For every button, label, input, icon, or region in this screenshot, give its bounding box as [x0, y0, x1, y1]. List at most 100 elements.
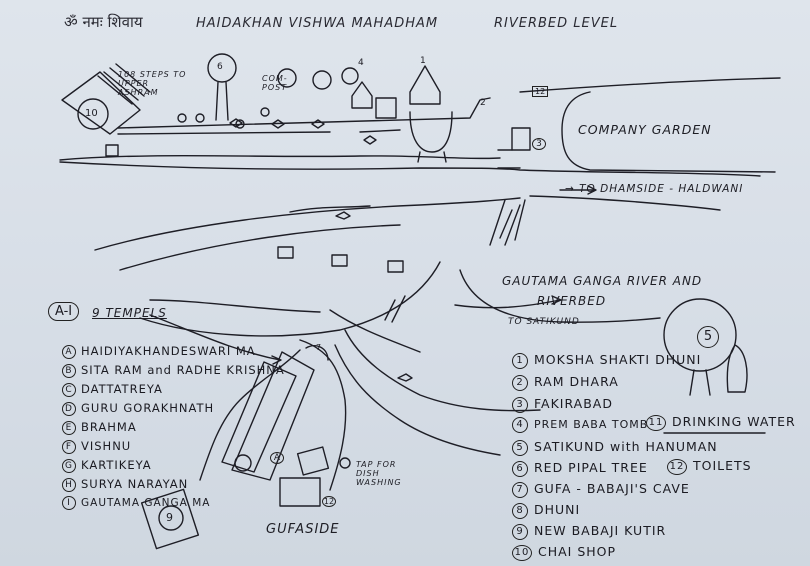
stone-2: [195, 113, 205, 123]
temple-d-name: GURU GORAKHNATH: [81, 401, 215, 415]
marker-10: 10: [85, 108, 98, 119]
temple-i-code: I: [62, 496, 76, 510]
place-9-num: 9: [512, 523, 528, 540]
satikund-trunk: [689, 369, 711, 396]
temple-f-name: VISHNU: [81, 439, 132, 453]
place-4-name: PREM BABA TOMB: [534, 418, 649, 431]
river-label: GAUTAMA GANGA RIVER AND: [502, 274, 703, 288]
satikund-label: TO SATIKUND: [508, 317, 580, 327]
marker-2: 2: [480, 98, 486, 108]
place-10-num: 10: [512, 544, 532, 561]
fakirabad-building: [511, 127, 531, 151]
compost-label: COM- POST: [262, 74, 288, 92]
gufaside-path: [199, 349, 301, 481]
place-6-num: 6: [512, 460, 528, 477]
ashram-wall: [117, 97, 491, 129]
temple-i-name: GAUTAMA GANGA MA: [81, 497, 211, 509]
river-lower-bank2: [459, 269, 661, 323]
marker-4: 4: [358, 58, 364, 68]
temple-h-code: H: [62, 477, 76, 492]
dhuni-8: [234, 454, 252, 472]
temple-f-code: F: [62, 439, 76, 454]
arrow-dhamside: [559, 185, 597, 195]
temple-d-code: D: [62, 401, 76, 416]
temple-h-name: SURYA NARAYAN: [81, 477, 189, 491]
marker-9: 9: [166, 511, 173, 524]
stone-3: [235, 119, 245, 129]
river-mid: [149, 299, 321, 313]
fish-doodle-2: [397, 373, 413, 382]
temple-e-name: BRAHMA: [81, 420, 137, 434]
place-12-name: TOILETS: [693, 458, 752, 473]
marker-a: A: [270, 452, 284, 464]
stepping-stone-1: [277, 246, 294, 259]
kutir-9-ring: [158, 505, 184, 531]
gufaside-label: GUFASIDE: [266, 522, 340, 537]
tap-label: TAP FOR DISH WASHING: [356, 460, 402, 487]
temple-c-name: DATTATREYA: [81, 382, 163, 396]
level-title: RIVERBED LEVEL: [494, 16, 619, 31]
place-4: 4 PREM BABA TOMB: [512, 417, 648, 433]
marker-6: 6: [217, 62, 223, 72]
marker-7: 7: [316, 343, 322, 352]
stone-1: [177, 113, 187, 123]
temple-g-code: G: [62, 458, 76, 473]
place-3: 3 FAKIRABAD: [512, 396, 613, 413]
temple-d: D GURU GORAKHNATH: [62, 401, 214, 416]
stepping-stone-3: [387, 260, 404, 273]
stone-4: [260, 107, 270, 117]
temple-a-name: HAIDIYAKHANDESWARI MA: [81, 344, 256, 358]
marker-5: 5: [697, 326, 719, 348]
temple-strip-inner: [221, 361, 297, 473]
flower-3: [311, 119, 325, 129]
river-flow-2: [529, 195, 721, 211]
place-1-name: MOKSHA SHAKTI DHUNI: [534, 352, 702, 367]
temple-1: [409, 65, 441, 105]
dhara-hut: [375, 97, 397, 119]
gate-feet: [417, 151, 447, 163]
temple-a-code: A: [62, 344, 76, 359]
place-3-num: 3: [512, 396, 528, 413]
flower-2: [271, 119, 285, 129]
temple-strip-outer: [231, 351, 315, 481]
place-1-num: 1: [512, 352, 528, 369]
temple-4: [351, 81, 373, 109]
temples-key-marker: A-I: [55, 304, 73, 319]
river-lower-channel2: [334, 344, 501, 456]
river-bank-north: [94, 197, 521, 251]
satikund-tree: [663, 298, 737, 372]
temples-key-box: A-I: [48, 302, 80, 321]
temple-c: C DATTATREYA: [62, 382, 163, 397]
temple-i: I GAUTAMA GANGA MA: [62, 496, 210, 510]
place-5: 5 SATIKUND with HANUMAN: [512, 439, 718, 456]
place-3-name: FAKIRABAD: [534, 396, 613, 411]
fish-doodle: [335, 211, 351, 220]
place-6: 6 RED PIPAL TREE: [512, 460, 648, 477]
place-4-num: 4: [512, 417, 528, 433]
tree-2: [277, 68, 297, 88]
place-2-name: RAM DHARA: [534, 374, 619, 389]
place-7-name: GUFA - BABAJI'S CAVE: [534, 481, 690, 496]
river-bank-north2: [119, 224, 401, 271]
company-garden-outline: [561, 91, 776, 173]
river-flow-1: [289, 205, 371, 213]
chai-shop-ring: [77, 98, 109, 130]
place-5-num: 5: [512, 439, 528, 456]
temple-b-code: B: [62, 363, 76, 378]
hanuman-doodle: [726, 344, 748, 393]
temple-h: H SURYA NARAYAN: [62, 477, 188, 492]
place-6-name: RED PIPAL TREE: [534, 460, 648, 475]
river-flow-3: [329, 309, 421, 353]
temple-c-code: C: [62, 382, 76, 397]
river-gufa-edge: [299, 339, 347, 491]
place-5-name: SATIKUND with HANUMAN: [534, 439, 718, 454]
riverbed-label: RIVERBED: [537, 294, 607, 308]
